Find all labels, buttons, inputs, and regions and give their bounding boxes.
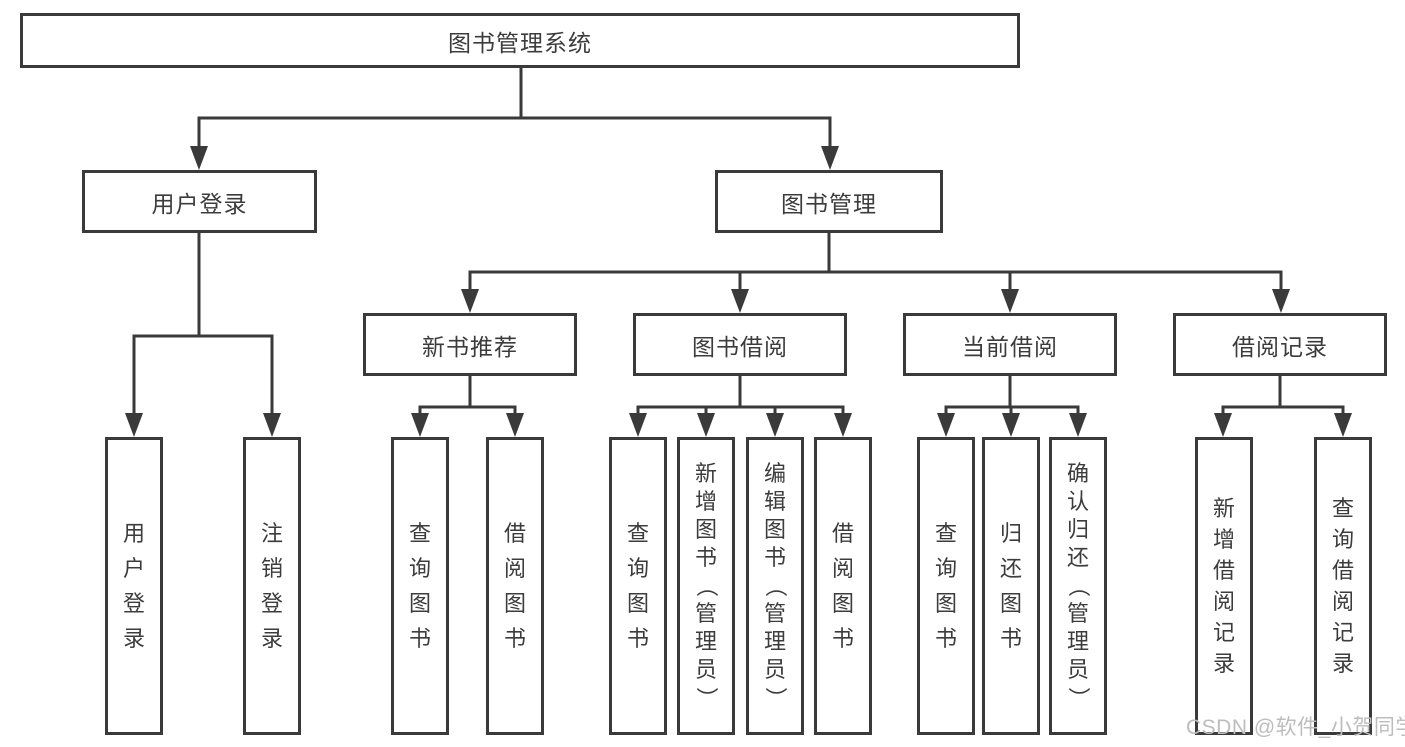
leaf-newbook-borrow-books-label: 借阅图书 bbox=[503, 520, 526, 651]
leaf-logout-label: 注销登录 bbox=[260, 520, 283, 651]
arrowhead-icons bbox=[125, 146, 1352, 437]
leaf-borrow-edit-books-admin: 编辑图书（管理员） bbox=[746, 437, 804, 735]
node-current-borrow: 当前借阅 bbox=[903, 313, 1117, 376]
leaf-borrow-edit-books-admin-label: 编辑图书（管理员） bbox=[762, 461, 788, 710]
leaf-borrow-add-books-admin: 新增图书（管理员） bbox=[677, 437, 735, 735]
leaf-borrow-borrow-books: 借阅图书 bbox=[814, 437, 872, 735]
node-book-management-label: 图书管理 bbox=[781, 190, 877, 217]
leaf-current-confirm-return-admin-label: 确认归还（管理员） bbox=[1065, 461, 1091, 710]
node-root: 图书管理系统 bbox=[20, 13, 1020, 68]
leaf-current-return-books-label: 归还图书 bbox=[999, 520, 1022, 651]
leaf-user-login-label: 用户登录 bbox=[122, 520, 145, 651]
leaf-current-return-books: 归还图书 bbox=[982, 437, 1040, 735]
leaf-current-query-books-label: 查询图书 bbox=[934, 520, 957, 651]
leaf-borrow-query-books-label: 查询图书 bbox=[626, 520, 649, 651]
leaf-current-query-books: 查询图书 bbox=[917, 437, 975, 735]
leaf-logout: 注销登录 bbox=[243, 437, 301, 735]
leaf-borrow-add-books-admin-label: 新增图书（管理员） bbox=[693, 461, 719, 710]
leaf-borrow-borrow-books-label: 借阅图书 bbox=[831, 520, 854, 651]
leaf-record-query: 查询借阅记录 bbox=[1314, 437, 1372, 735]
leaf-record-query-label: 查询借阅记录 bbox=[1331, 495, 1354, 676]
node-book-management: 图书管理 bbox=[715, 170, 943, 233]
node-user-login-label: 用户登录 bbox=[151, 190, 248, 217]
node-book-borrow: 图书借阅 bbox=[633, 313, 847, 376]
leaf-newbook-borrow-books: 借阅图书 bbox=[486, 437, 544, 735]
node-borrow-record-label: 借阅记录 bbox=[1232, 333, 1328, 360]
node-root-label: 图书管理系统 bbox=[448, 29, 592, 56]
leaf-borrow-query-books: 查询图书 bbox=[609, 437, 667, 735]
node-book-borrow-label: 图书借阅 bbox=[692, 333, 788, 360]
node-new-book-recommend-label: 新书推荐 bbox=[422, 333, 518, 360]
watermark-text: CSDN @软件_小贺同学 bbox=[1186, 716, 1405, 739]
leaf-record-add: 新增借阅记录 bbox=[1195, 437, 1253, 735]
node-current-borrow-label: 当前借阅 bbox=[962, 333, 1058, 360]
leaf-record-add-label: 新增借阅记录 bbox=[1212, 495, 1235, 676]
leaf-current-confirm-return-admin: 确认归还（管理员） bbox=[1049, 437, 1107, 735]
node-borrow-record: 借阅记录 bbox=[1173, 313, 1387, 376]
node-new-book-recommend: 新书推荐 bbox=[363, 313, 577, 376]
node-user-login: 用户登录 bbox=[82, 170, 317, 233]
leaf-newbook-query-books-label: 查询图书 bbox=[408, 520, 431, 651]
leaf-newbook-query-books: 查询图书 bbox=[391, 437, 449, 735]
leaf-user-login: 用户登录 bbox=[105, 437, 163, 735]
